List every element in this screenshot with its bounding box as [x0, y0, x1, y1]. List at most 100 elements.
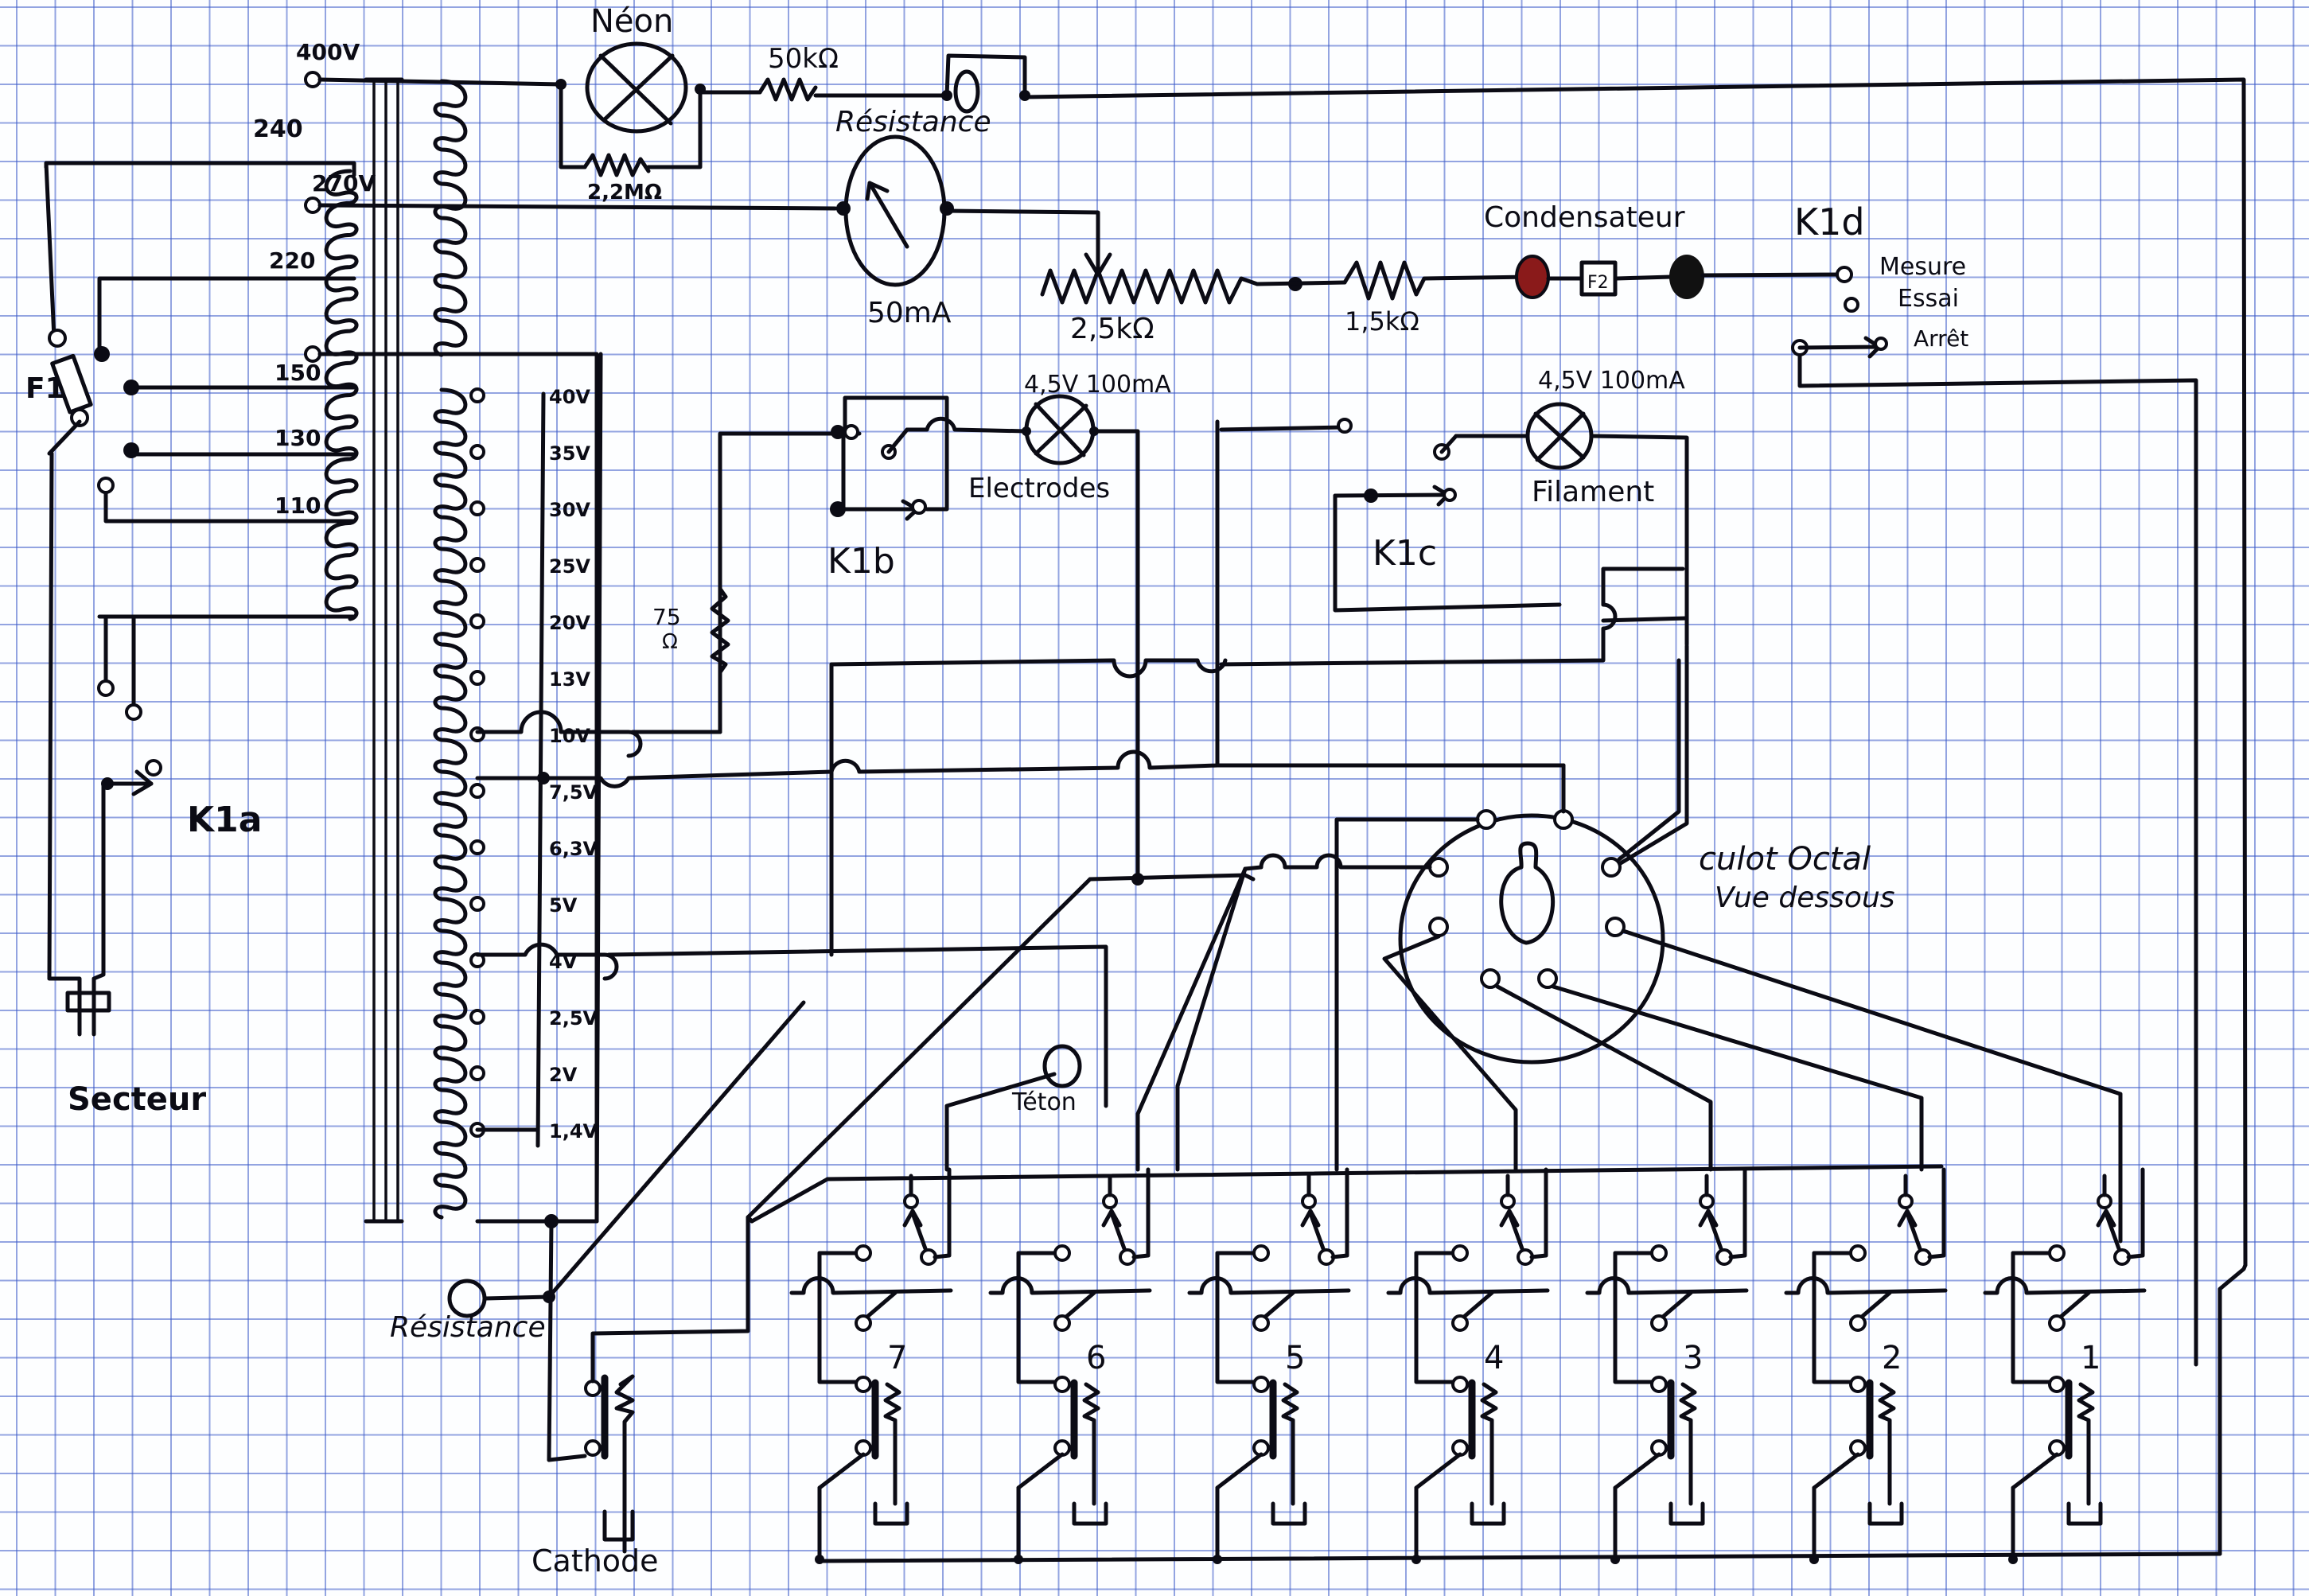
diagonal-leads — [746, 801, 1256, 1224]
resistor-75-ohm — [710, 431, 862, 734]
filament-tap-terminal — [469, 726, 485, 742]
filament-tap-label: 5V — [549, 894, 578, 917]
octal-pin — [1480, 968, 1501, 989]
switch-bank — [789, 1167, 2147, 1564]
filament-tap-label: 40V — [549, 386, 590, 408]
switch-k1d[interactable] — [1791, 266, 2198, 1367]
lamp-electrodes-label: Electrodes — [968, 473, 1110, 504]
r75-unit: Ω — [662, 630, 678, 654]
cathode-label: Cathode — [531, 1543, 659, 1578]
capacitor-terminals[interactable] — [1515, 255, 1847, 299]
selector-switch-4[interactable] — [1386, 1167, 1550, 1564]
filament-bus-lines — [475, 419, 1220, 1108]
primary-tap-label: 220 — [269, 247, 315, 274]
switch-number-label: 2 — [1882, 1340, 1902, 1376]
cap-terminal-red — [1515, 255, 1550, 299]
lamp-filament-label: Filament — [1532, 476, 1654, 508]
filament-tap-terminal — [469, 500, 485, 516]
filament-tap-label: 35V — [549, 442, 590, 465]
cap-terminal-black — [1669, 255, 1704, 299]
filament-tap-label: 2,5V — [549, 1007, 598, 1030]
switch-number-label: 1 — [2081, 1340, 2101, 1376]
resistance-top-label: Résistance — [835, 106, 991, 138]
switch-bus — [750, 1164, 1944, 1224]
pot-label: 2,5kΩ — [1070, 313, 1154, 345]
meter-label: 50mA — [867, 297, 952, 329]
neon-label: Néon — [590, 3, 673, 40]
filament-tap-label: 13V — [549, 668, 590, 691]
selector-switch-2[interactable] — [1784, 1167, 1948, 1564]
filament-tap-label: 6,3V — [549, 838, 598, 860]
selector-switch-1[interactable] — [1983, 1167, 2147, 1564]
switch-number-label: 4 — [1484, 1340, 1504, 1376]
filament-tap-label: 7,5V — [549, 781, 598, 804]
k1d-pos-mesure: Mesure — [1879, 253, 1966, 281]
filament-tap-terminal — [469, 444, 485, 460]
switch-k1c[interactable] — [1219, 418, 1562, 613]
f2-label: F2 — [1587, 273, 1609, 293]
resistor-50k — [698, 77, 952, 102]
filament-tap-label: 2V — [549, 1064, 578, 1086]
selector-switch-7[interactable] — [789, 1167, 953, 1564]
k1c-label: K1c — [1373, 533, 1437, 574]
resistance-socket-top[interactable] — [944, 53, 2248, 1267]
octal-pin — [1428, 917, 1449, 937]
filament-tap-terminal — [469, 1065, 485, 1081]
octal-pin — [1601, 857, 1622, 878]
cathode-switch[interactable] — [547, 1215, 750, 1554]
filament-tap-label: 30V — [549, 499, 590, 521]
lamp-filament-rating: 4,5V 100mA — [1538, 367, 1685, 395]
octal-pin — [1537, 968, 1558, 989]
switch-k1b[interactable] — [830, 395, 1029, 521]
filament-tap-terminal — [469, 670, 485, 686]
filament-secondary — [433, 352, 603, 1228]
hv-tap-label: 400V — [296, 39, 360, 65]
lamp-filament — [1219, 402, 1689, 874]
octal-socket[interactable] — [1243, 658, 2123, 1244]
filament-tap-label: 4V — [549, 951, 578, 973]
switch-k1a[interactable] — [101, 759, 162, 796]
switch-number-label: 7 — [887, 1340, 907, 1376]
r75-label: 75 — [652, 604, 681, 630]
octal-pin — [1476, 809, 1497, 830]
resistance-bottom-label: Résistance — [390, 1311, 546, 1344]
labels: 240 220 150 130 110 400V 270V Néon 50kΩ … — [25, 3, 2101, 1578]
fuse-f1 — [47, 329, 93, 456]
octal-pin — [1605, 917, 1626, 937]
f1-label: F1 — [25, 372, 65, 405]
filament-tap-terminal — [469, 896, 485, 912]
resistance-socket-bottom[interactable] — [447, 1000, 806, 1462]
filament-tap-terminal — [469, 387, 485, 403]
teton-key — [944, 1044, 1082, 1172]
selector-switch-6[interactable] — [988, 1167, 1152, 1564]
r15k-label: 1,5kΩ — [1345, 306, 1419, 337]
filament-tap-label: 25V — [549, 555, 590, 578]
k1d-pos-arret: Arrêt — [1914, 325, 1968, 352]
k1d-label: K1d — [1794, 200, 1865, 243]
r50k-label: 50kΩ — [768, 43, 839, 75]
octal-pin — [1428, 857, 1449, 878]
lamp-electrodes-rating: 4,5V 100mA — [1024, 371, 1171, 399]
primary-tap-label: 130 — [275, 425, 321, 451]
filament-tap-terminal — [469, 783, 485, 799]
octal-sub-label: Vue dessous — [1715, 882, 1895, 914]
filament-tap-label: 10V — [549, 725, 590, 747]
octal-label: culot Octal — [1699, 841, 1871, 878]
k1d-pos-essai: Essai — [1898, 285, 1959, 313]
secteur-label: Secteur — [68, 1081, 206, 1118]
condensateur-label: Condensateur — [1484, 201, 1685, 234]
filament-tap-terminal — [469, 557, 485, 573]
filament-tap-label: 20V — [549, 612, 590, 634]
k1b-label: K1b — [827, 541, 895, 582]
switch-number-label: 5 — [1285, 1340, 1305, 1376]
teton-label: Téton — [1011, 1088, 1077, 1116]
switch-number-label: 3 — [1683, 1340, 1703, 1376]
selector-switch-3[interactable] — [1585, 1167, 1749, 1564]
k1a-label: K1a — [187, 800, 262, 840]
filament-tap-terminal — [469, 1009, 485, 1025]
lamp-electrodes — [1022, 394, 1140, 866]
selector-switch-5[interactable] — [1187, 1167, 1351, 1564]
potentiometer-2-5k[interactable] — [1040, 268, 1347, 305]
filament-tap-terminal — [469, 613, 485, 629]
